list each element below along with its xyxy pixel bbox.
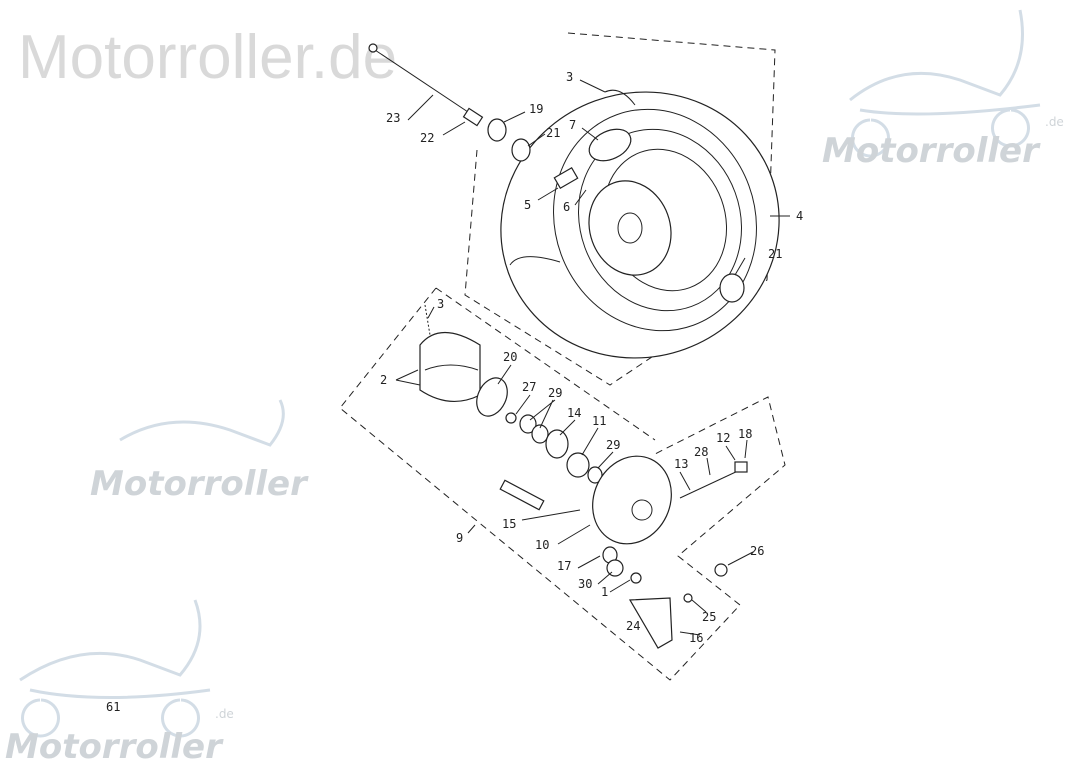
callout-15: 15 — [502, 517, 516, 531]
watermark-logo-bottom-left: .de Motorroller — [5, 599, 234, 767]
callout-6: 6 — [563, 200, 570, 214]
callout-7: 7 — [569, 118, 576, 132]
svg-text:.de: .de — [1045, 115, 1064, 129]
svg-text:Motorroller: Motorroller — [822, 131, 1041, 171]
callout-9: 9 — [456, 531, 463, 545]
brake-parts — [419, 304, 748, 649]
callout-11: 11 — [592, 414, 606, 428]
callout-30: 30 — [578, 577, 592, 591]
callout-26: 26 — [750, 544, 764, 558]
callout-23: 23 — [386, 111, 400, 125]
callout-25: 25 — [702, 610, 716, 624]
callout-22: 22 — [420, 131, 434, 145]
callout-18: 18 — [738, 427, 752, 441]
callout-13: 13 — [674, 457, 688, 471]
callout-16: 16 — [689, 631, 703, 645]
watermark-top-left: Motorroller.de — [18, 23, 397, 92]
callout-labels: 23 22 19 21 3 7 5 6 4 21 3 2 20 27 29 14… — [380, 70, 803, 645]
axle — [368, 43, 745, 303]
callout-10: 10 — [535, 538, 549, 552]
callout-29: 29 — [606, 438, 620, 452]
callout-21: 21 — [768, 247, 782, 261]
callout-4: 4 — [796, 209, 803, 223]
callout-20: 20 — [503, 350, 517, 364]
leader-lines — [395, 79, 790, 636]
callout-24: 24 — [626, 619, 640, 633]
callout-19: 19 — [529, 102, 543, 116]
svg-text:Motorroller: Motorroller — [90, 464, 309, 504]
callout-29: 29 — [548, 386, 562, 400]
callout-17: 17 — [557, 559, 571, 573]
callout-28: 28 — [694, 445, 708, 459]
watermark-logo-top-right: .de Motorroller — [822, 9, 1064, 171]
callout-3: 3 — [437, 297, 444, 311]
callout-5: 5 — [524, 198, 531, 212]
callout-2: 2 — [380, 373, 387, 387]
callout-1: 1 — [601, 585, 608, 599]
callout-14: 14 — [567, 406, 581, 420]
wheel — [500, 89, 780, 359]
svg-text:.de: .de — [215, 707, 234, 721]
page-number: 61 — [106, 700, 120, 714]
watermark-logo-center: Motorroller — [90, 399, 309, 504]
svg-text:Motorroller: Motorroller — [5, 727, 224, 767]
callout-3: 3 — [566, 70, 573, 84]
callout-21: 21 — [546, 126, 560, 140]
brake-assembly-outline — [339, 287, 786, 681]
callout-27: 27 — [522, 380, 536, 394]
callout-12: 12 — [716, 431, 730, 445]
